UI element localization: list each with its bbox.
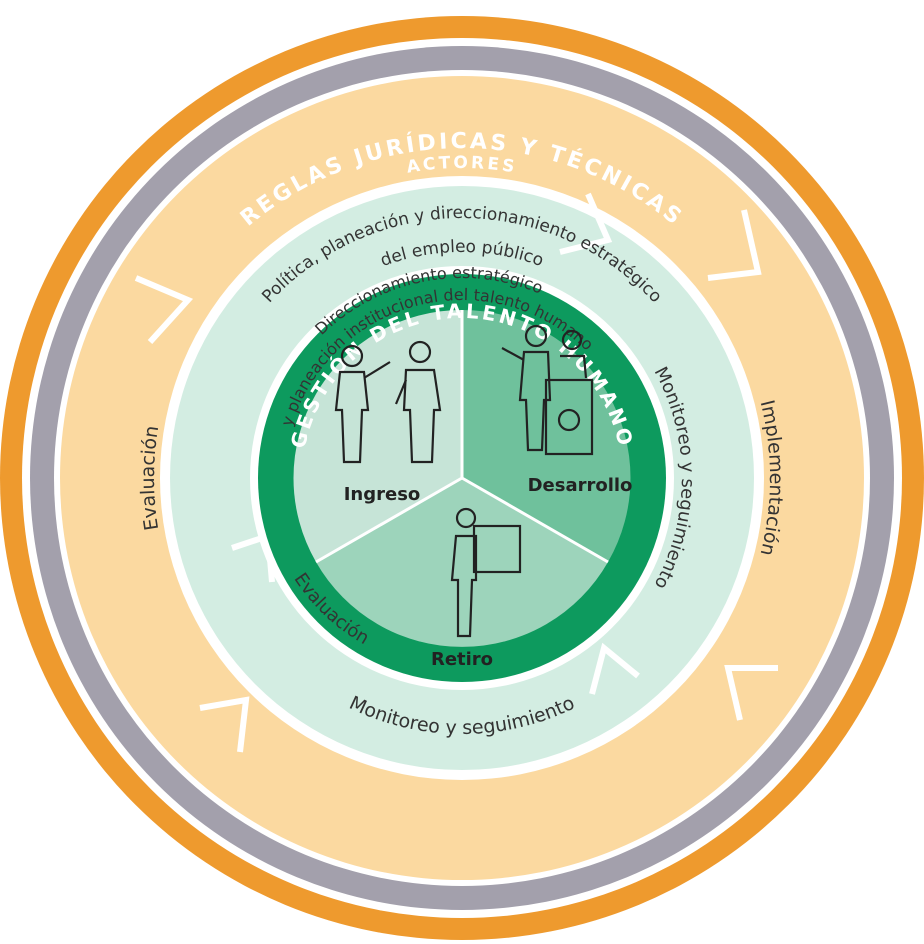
segment-label-retiro: Retiro [431,649,493,670]
outer-cycle-arrows [134,209,778,753]
segment-dividers [315,310,609,564]
training-podium-icon [501,324,594,456]
segment-label-desarrollo: Desarrollo [528,475,633,496]
core-segments [293,309,631,647]
segment-label-ingreso: Ingreso [344,484,421,505]
outer-cycle-left: Evaluación [137,424,163,532]
people-talking-icon [334,340,442,464]
segment-ingreso [293,309,462,562]
person-carrying-box-icon [450,507,522,638]
